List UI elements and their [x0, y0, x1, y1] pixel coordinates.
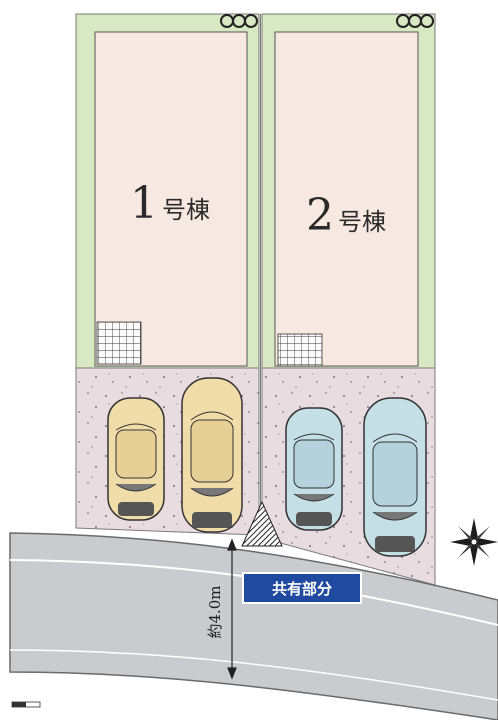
car-icon — [363, 397, 427, 557]
road-width-dimension — [227, 538, 237, 680]
road-edge-line — [9, 649, 498, 701]
scale-bar — [11, 701, 41, 708]
tree-icon — [396, 14, 434, 28]
shared-area-badge: 共有部分 — [242, 572, 362, 604]
lot-1-grid-area — [96, 321, 142, 365]
lot-1-number: 1 — [130, 178, 158, 229]
car-icon — [107, 397, 165, 521]
compass-icon — [450, 518, 498, 566]
lot-1-suffix: 号棟 — [162, 196, 210, 224]
lot-2-suffix: 号棟 — [338, 208, 386, 236]
road-width-label: 約4.0m — [206, 585, 224, 638]
car-icon — [285, 407, 343, 531]
lot-2-number: 2 — [306, 190, 334, 241]
lot-1-house — [94, 31, 248, 367]
tree-icon — [220, 14, 258, 28]
road-centerline — [9, 559, 498, 626]
car-icon — [181, 377, 243, 533]
lot-2-grid-area — [277, 333, 323, 367]
shared-area-label: 共有部分 — [272, 580, 332, 598]
hatch-icon — [241, 500, 283, 547]
lot-2-house — [274, 31, 419, 367]
road — [9, 532, 498, 720]
